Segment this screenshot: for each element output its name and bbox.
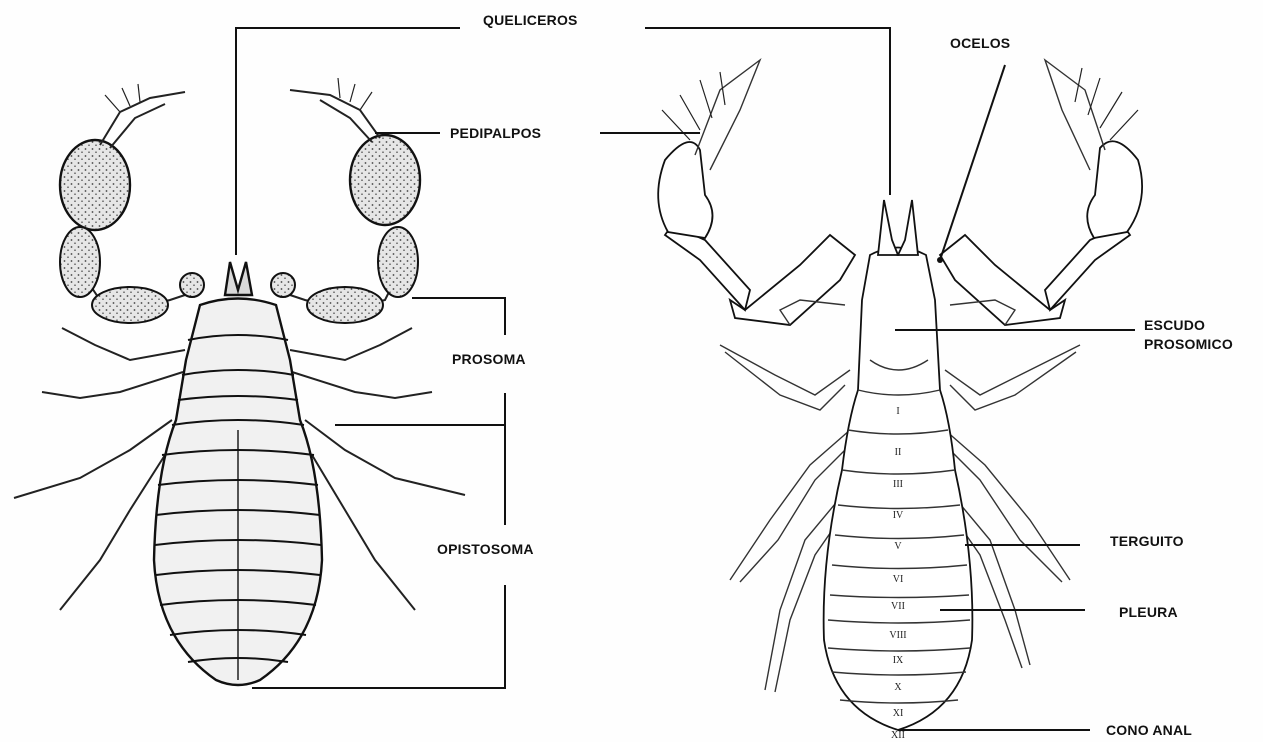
- segment-ix: IX: [893, 655, 904, 666]
- segment-xi: XI: [893, 708, 904, 719]
- label-prosomico: PROSOMICO: [1144, 336, 1233, 352]
- label-opistosoma: OPISTOSOMA: [437, 541, 534, 557]
- queliceros-leader-left: [236, 28, 460, 255]
- segment-xii: XII: [891, 730, 905, 741]
- segment-v: V: [894, 541, 902, 552]
- segment-iv: IV: [893, 510, 904, 521]
- label-escudo: ESCUDO: [1144, 317, 1205, 333]
- label-pleura: PLEURA: [1119, 604, 1178, 620]
- prosoma-bracket-bottom: [335, 393, 505, 425]
- right-specimen: I II III IV V VI VII VIII IX X XI XII: [658, 60, 1142, 741]
- segment-iii: III: [893, 479, 903, 490]
- left-specimen: [14, 78, 465, 685]
- segment-ii: II: [895, 447, 902, 458]
- left-specimen-body: [154, 262, 322, 685]
- label-pedipalpos: PEDIPALPOS: [450, 125, 541, 141]
- segment-i: I: [896, 406, 899, 417]
- label-ocelos: OCELOS: [950, 35, 1010, 51]
- label-terguito: TERGUITO: [1110, 533, 1184, 549]
- right-specimen-body: I II III IV V VI VII VIII IX X XI XII: [824, 200, 973, 741]
- prosoma-bracket-top: [412, 298, 505, 335]
- segment-viii: VIII: [889, 630, 906, 641]
- label-cono-anal: CONO ANAL: [1106, 722, 1192, 738]
- leader-lines: [236, 28, 1135, 730]
- label-prosoma: PROSOMA: [452, 351, 526, 367]
- segment-vi: VI: [893, 574, 904, 585]
- ocelos-leader: [940, 65, 1005, 260]
- label-queliceros: QUELICEROS: [483, 12, 578, 28]
- segment-x: X: [894, 682, 902, 693]
- segment-vii: VII: [891, 601, 905, 612]
